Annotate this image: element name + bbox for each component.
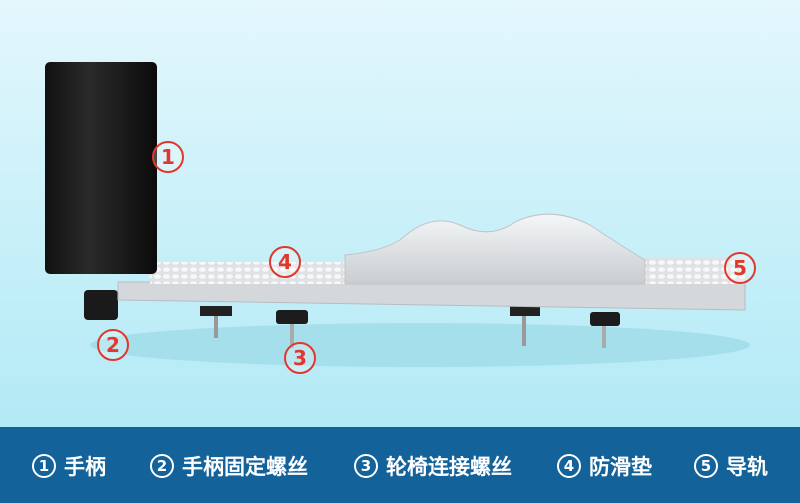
legend-num: 5 [694, 454, 718, 478]
shadow [90, 323, 750, 367]
legend-label: 轮椅连接螺丝 [386, 455, 512, 479]
legend-bar: 1 手柄 2 手柄固定螺丝 3 轮椅连接螺丝 4 防滑垫 5 导轨 [0, 427, 800, 503]
anti-slip-mat [150, 262, 350, 284]
legend-num: 4 [557, 454, 581, 478]
legend-label: 防滑垫 [589, 455, 652, 479]
legend-item: 1 手柄 [32, 451, 106, 481]
legend-item: 3 轮椅连接螺丝 [354, 451, 512, 481]
legend-num: 2 [150, 454, 174, 478]
legend-label: 导轨 [726, 455, 768, 479]
legend-label: 手柄 [64, 455, 106, 479]
legend-item: 5 导轨 [694, 451, 768, 481]
hump [344, 213, 646, 285]
fixing-screw [84, 290, 620, 348]
legend-label: 手柄固定螺丝 [182, 455, 308, 479]
handle [45, 62, 157, 274]
wheelchair-screw [200, 306, 540, 346]
callout-3: 3 [284, 342, 316, 374]
product-photo [45, 62, 750, 367]
legend-num: 3 [354, 454, 378, 478]
legend-num: 1 [32, 454, 56, 478]
guide-rail [117, 281, 746, 311]
callout-1: 1 [152, 141, 184, 173]
legend-item: 4 防滑垫 [557, 451, 652, 481]
callout-2: 2 [97, 329, 129, 361]
callout-5: 5 [724, 252, 756, 284]
legend-item: 2 手柄固定螺丝 [150, 451, 308, 481]
callout-4: 4 [269, 246, 301, 278]
